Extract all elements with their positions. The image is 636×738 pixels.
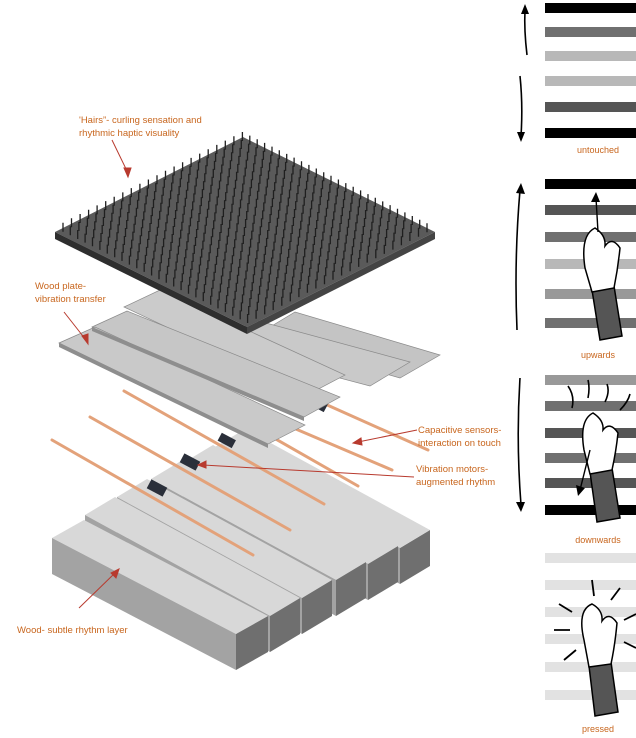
annotation-hairs: 'Hairs”- curling sensation and rhythmic …	[79, 115, 202, 140]
vibration-motor	[146, 479, 168, 497]
caption-pressed: pressed	[553, 724, 636, 734]
hair-row	[139, 183, 326, 285]
leader-lines	[63, 139, 418, 609]
annotation-line: augmented rhythm	[416, 476, 496, 488]
copper-strip	[323, 402, 430, 452]
hair-row	[87, 209, 274, 311]
annotation-line: Wood- subtle rhythm layer	[17, 625, 128, 636]
wood-plates	[58, 289, 441, 448]
arrow-down-icon	[517, 377, 522, 506]
arrow-down-icon	[519, 75, 523, 137]
leader-line-wood-layer	[78, 571, 117, 609]
hand-icon	[567, 379, 631, 523]
annotation-capacitive: Capacitive sensors- interaction on touch	[418, 425, 501, 450]
hair-row	[233, 136, 420, 237]
vibration-motor	[179, 453, 201, 471]
hair-row	[130, 188, 317, 289]
state-label: pressed	[581, 724, 615, 734]
copper-strip	[88, 415, 292, 532]
hair-row	[113, 196, 300, 298]
state-panel-upwards	[515, 179, 636, 341]
hair-row	[105, 201, 291, 302]
copper-strip	[50, 438, 255, 557]
state-label: untouched	[576, 145, 620, 155]
annotation-line: Capacitive sensors-	[418, 425, 502, 436]
annotation-wood-plate: Wood plate- vibration transfer	[35, 281, 106, 306]
hand-icon	[583, 192, 623, 341]
hair-row	[122, 192, 309, 293]
caption-untouched: untouched	[553, 145, 636, 155]
caption-upwards: upwards	[553, 350, 636, 360]
hair-row	[190, 157, 377, 259]
hair-row	[147, 179, 334, 280]
hair-row	[216, 144, 403, 246]
annotation-line: interaction on touch	[418, 437, 501, 449]
arrow-up-icon	[515, 189, 521, 331]
state-label: downwards	[575, 535, 621, 545]
hair-row	[79, 214, 266, 315]
wood-bar	[52, 520, 268, 670]
state-panel-untouched	[517, 3, 636, 142]
arrow-up-icon	[523, 9, 528, 56]
hand-icon	[554, 579, 636, 717]
hair-row	[156, 175, 343, 276]
state-panel-pressed	[545, 553, 636, 717]
hair-row	[241, 132, 428, 233]
annotation-line: Wood plate-	[35, 281, 87, 292]
hair-row	[62, 222, 249, 323]
hair-row	[70, 218, 257, 319]
hair-row	[96, 205, 283, 306]
leader-line-capacitive	[357, 429, 418, 443]
annotation-line: rhythmic haptic visuality	[79, 127, 180, 139]
copper-strip	[122, 389, 326, 506]
hair-row	[224, 140, 411, 241]
state-panel-downwards	[516, 375, 636, 523]
leader-line-motors	[202, 464, 415, 478]
hairs-layer	[55, 132, 435, 334]
hair-row	[173, 166, 360, 267]
annotation-line: 'Hairs”- curling sensation and	[79, 115, 202, 126]
annotation-line: vibration transfer	[35, 293, 106, 305]
caption-downwards: downwards	[553, 535, 636, 545]
vibration-motor	[217, 432, 236, 449]
hair-row	[181, 162, 368, 263]
annotation-line: Vibration motors-	[416, 464, 489, 475]
state-label: upwards	[580, 350, 616, 360]
hair-row	[164, 170, 351, 272]
annotation-motors: Vibration motors- augmented rhythm	[416, 464, 495, 489]
hair-row	[199, 153, 385, 254]
hair-row	[207, 149, 394, 250]
annotation-wood-layer: Wood- subtle rhythm layer	[17, 625, 128, 638]
leader-line-wood-plate	[63, 311, 87, 341]
